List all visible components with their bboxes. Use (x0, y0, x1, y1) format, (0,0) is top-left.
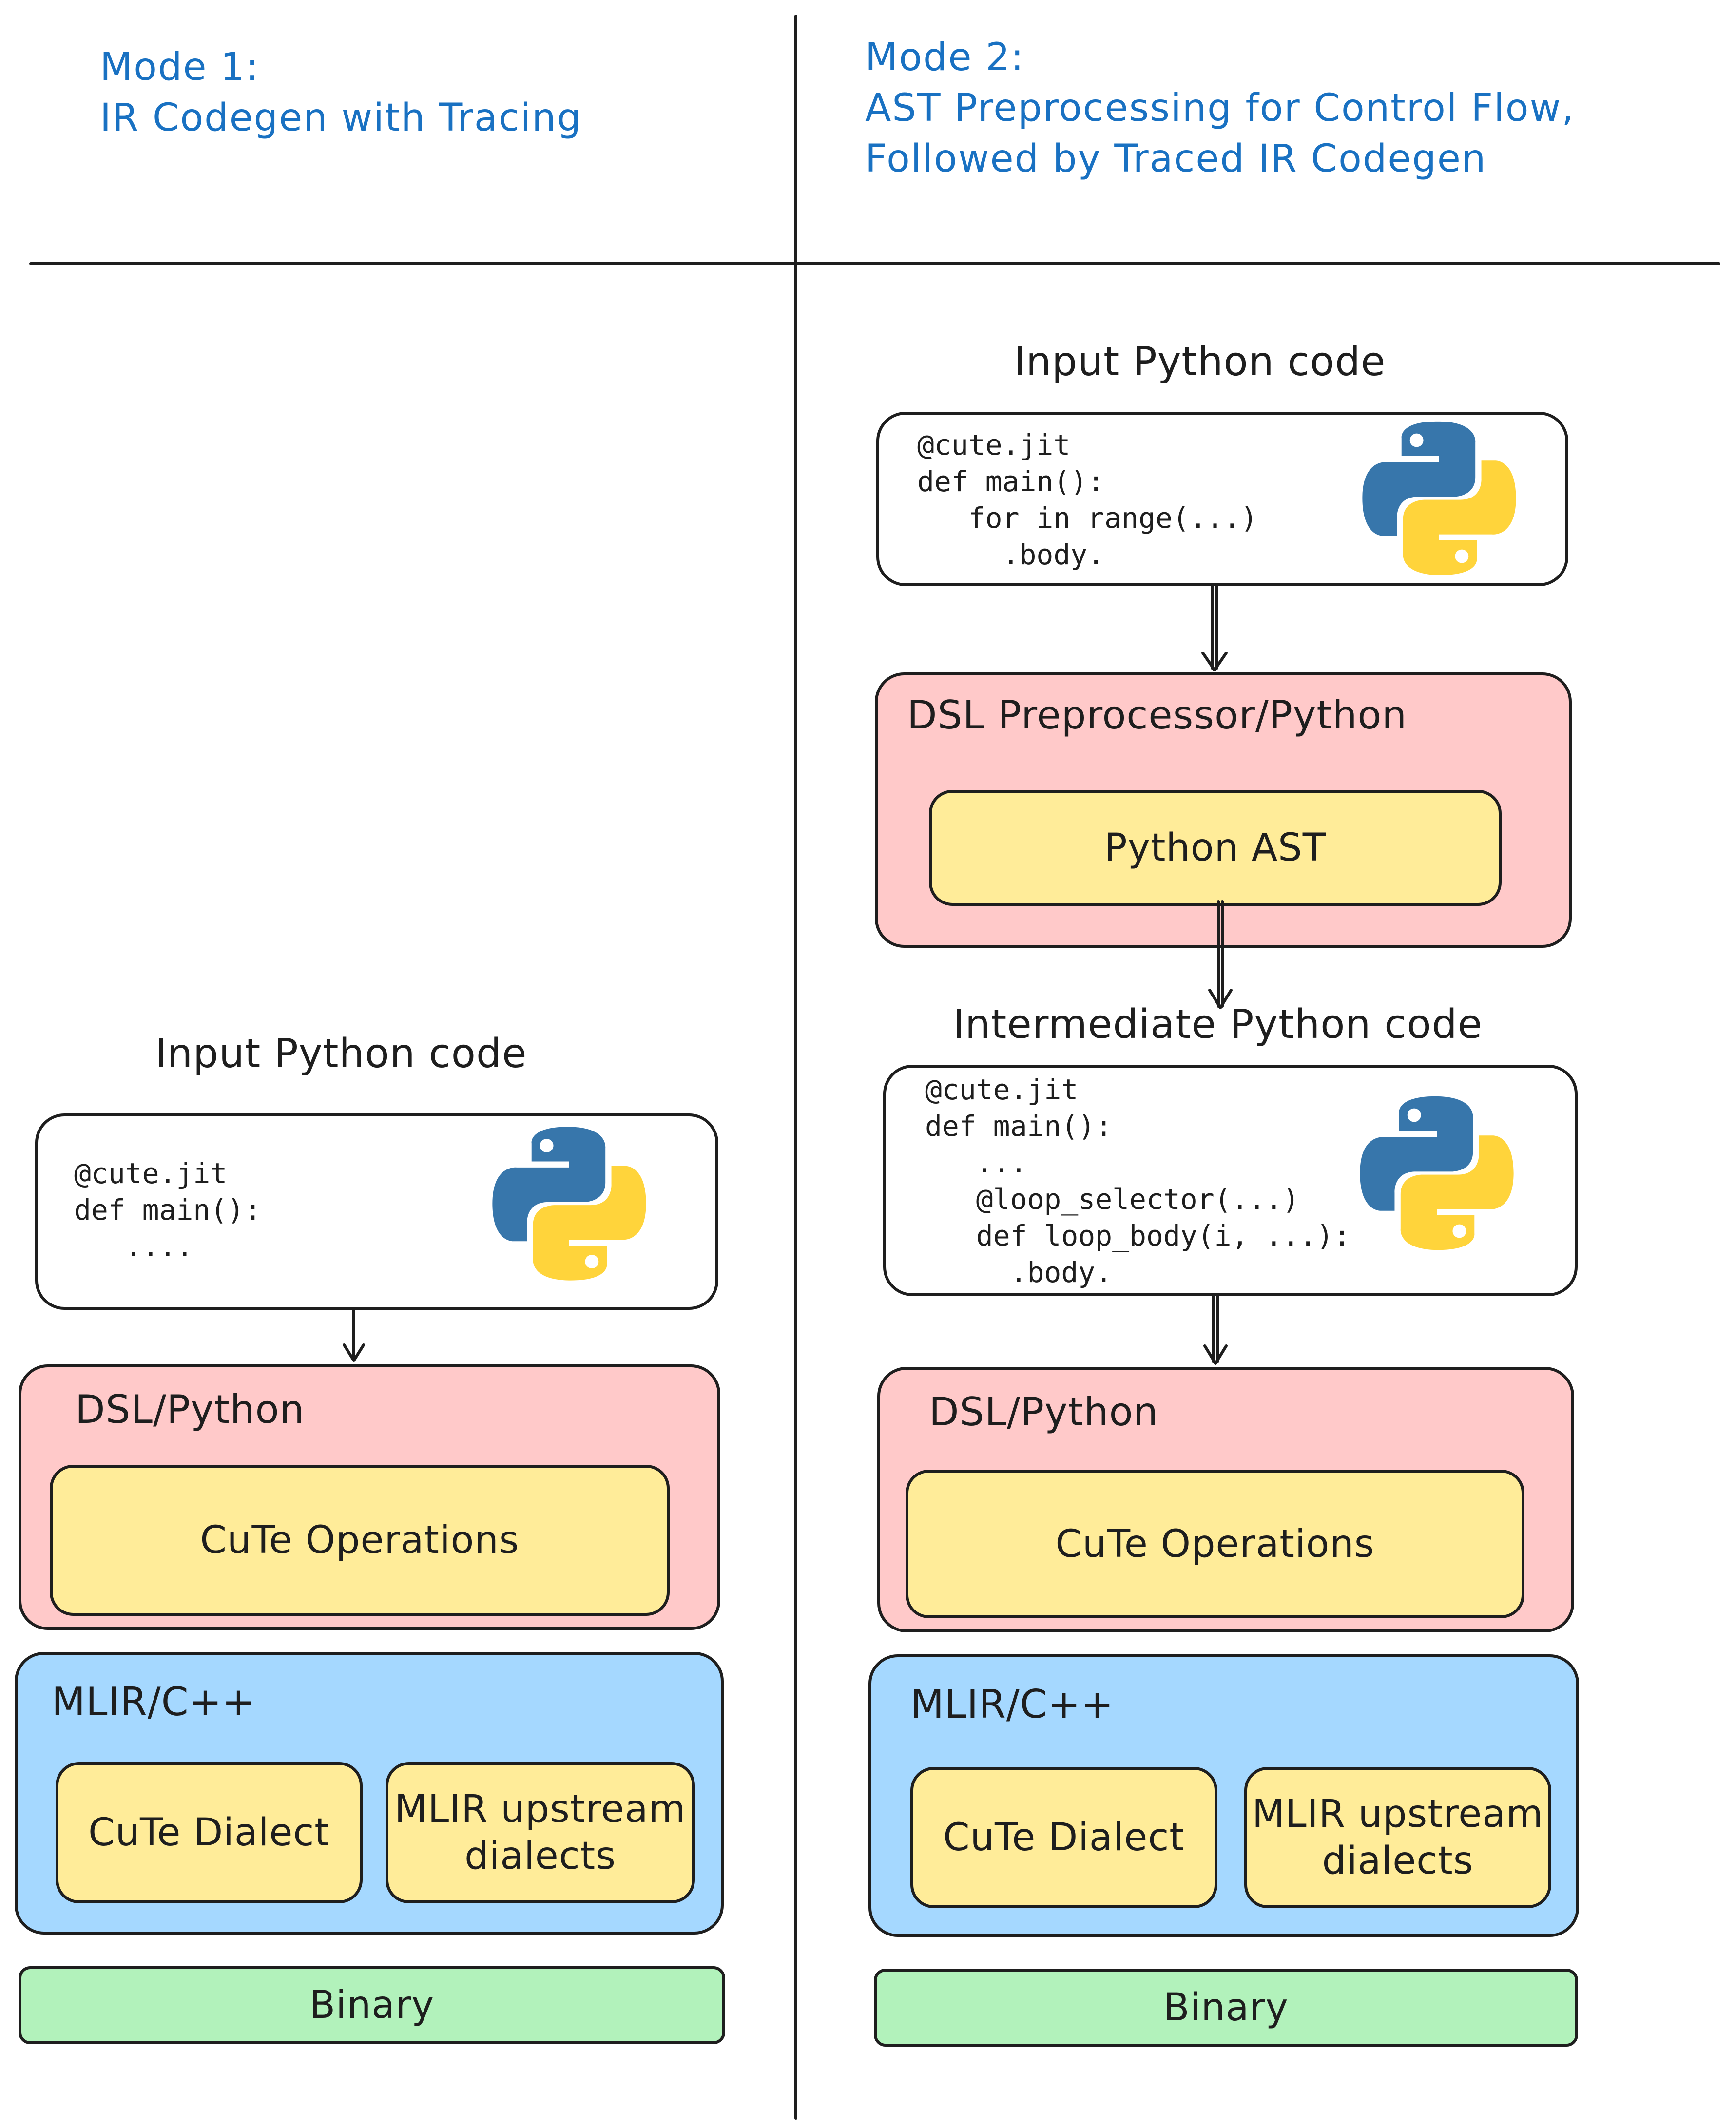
mode1-cute-dialect-box: CuTe Dialect (56, 1762, 363, 1903)
mode1-binary-label: Binary (309, 1983, 435, 2027)
mode2-binary-label: Binary (1163, 1986, 1289, 2030)
mode2-dsl-title: DSL/Python (929, 1389, 1159, 1435)
mode2-code: @cute.jit def main(): for in range(...) .… (917, 427, 1257, 573)
arrow-down-icon (1203, 1295, 1228, 1365)
mode2-subtitle-line1: AST Preprocessing for Control Flow, (865, 86, 1575, 130)
code-line: .body. (925, 1256, 1113, 1289)
code-line: @cute.jit (917, 428, 1071, 461)
mode1-dsl-python-box: DSL/Python CuTe Operations (19, 1364, 720, 1630)
mode2-mlir-title: MLIR/C++ (910, 1682, 1114, 1727)
code-line: def main(): (74, 1193, 262, 1226)
mode2-subtitle-line2: Followed by Traced IR Codegen (865, 137, 1487, 181)
mode1-mlir-title: MLIR/C++ (52, 1679, 255, 1725)
mode1-input-label: Input Python code (155, 1031, 527, 1077)
arrow-down-icon (1201, 585, 1228, 671)
mode2-mlir-box: MLIR/C++ CuTe Dialect MLIR upstream dial… (868, 1654, 1579, 1937)
mode2-preprocessor-box: DSL Preprocessor/Python Python AST (875, 672, 1572, 948)
mode2-intermediate-code: @cute.jit def main(): ... @loop_selector(… (925, 1072, 1350, 1291)
code-line: def loop_body(i, ...): (925, 1219, 1350, 1252)
mode2-cute-operations-box: CuTe Operations (906, 1470, 1524, 1618)
mode1-title: Mode 1: (100, 45, 260, 89)
mode1-binary-box: Binary (19, 1966, 725, 2044)
mode1-header: Mode 1: IR Codegen with Tracing (100, 42, 582, 143)
code-line: @cute.jit (925, 1073, 1079, 1106)
mode1-mlir-upstream-label: MLIR upstream dialects (394, 1787, 686, 1878)
code-line: @loop_selector(...) (925, 1183, 1300, 1216)
mode2-header: Mode 2: AST Preprocessing for Control Fl… (865, 32, 1575, 184)
mode2-cute-operations-label: CuTe Operations (1055, 1522, 1375, 1566)
mode2-mlir-upstream-label: MLIR upstream dialects (1252, 1792, 1544, 1883)
mode1-mlir-upstream-box: MLIR upstream dialects (386, 1762, 695, 1903)
mode1-cute-operations-label: CuTe Operations (200, 1518, 520, 1562)
arrow-down-icon (1208, 900, 1233, 1009)
python-logo-icon (1360, 1096, 1514, 1250)
mode2-title: Mode 2: (865, 36, 1025, 79)
mode2-binary-box: Binary (874, 1969, 1578, 2047)
mode1-subtitle: IR Codegen with Tracing (100, 96, 582, 140)
mode2-preprocessor-title: DSL Preprocessor/Python (907, 692, 1408, 738)
mode2-python-ast-box: Python AST (929, 790, 1502, 906)
vertical-divider (794, 15, 797, 2120)
code-line: @cute.jit (74, 1157, 228, 1190)
code-line: .... (74, 1230, 193, 1263)
code-line: def main(): (925, 1110, 1113, 1143)
mode1-mlir-box: MLIR/C++ CuTe Dialect MLIR upstream dial… (15, 1652, 724, 1935)
mode2-cute-dialect-label: CuTe Dialect (943, 1816, 1185, 1859)
arrow-down-icon (343, 1308, 365, 1362)
mode2-python-ast-label: Python AST (1104, 826, 1327, 870)
mode1-cute-operations-box: CuTe Operations (50, 1465, 670, 1616)
code-line: def main(): (917, 465, 1105, 498)
mode2-intermediate-label: Intermediate Python code (953, 1001, 1483, 1048)
python-logo-icon (492, 1127, 646, 1281)
python-logo-icon (1362, 421, 1516, 575)
code-line: for in range(...) (917, 501, 1258, 535)
code-line: ... (925, 1146, 1027, 1179)
horizontal-divider (29, 262, 1720, 265)
mode1-dsl-title: DSL/Python (75, 1387, 305, 1432)
code-line: .body. (917, 538, 1105, 571)
mode1-cute-dialect-label: CuTe Dialect (88, 1811, 330, 1855)
mode2-input-label: Input Python code (1014, 339, 1386, 385)
mode2-cute-dialect-box: CuTe Dialect (910, 1767, 1217, 1908)
mode2-mlir-upstream-box: MLIR upstream dialects (1244, 1767, 1551, 1908)
mode2-dsl-python-box: DSL/Python CuTe Operations (877, 1367, 1574, 1632)
